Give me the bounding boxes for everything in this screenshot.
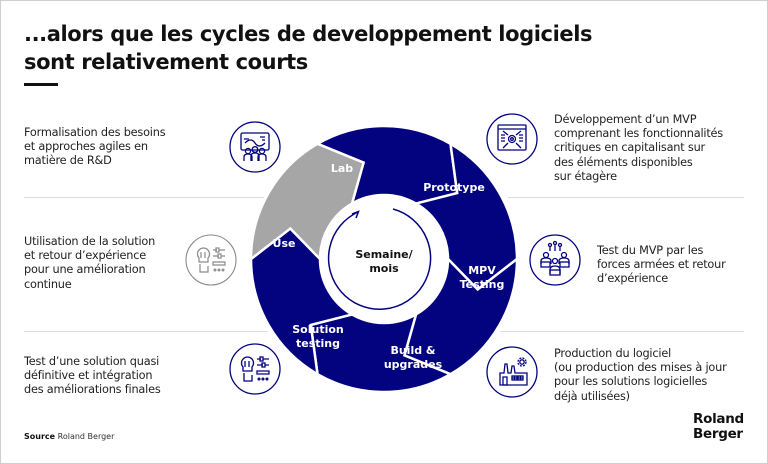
title-line-2: sont relativement courts (24, 50, 308, 74)
center-label-line-1: Semaine/ (355, 248, 413, 261)
right-item-build: Production du logiciel (ou production de… (554, 347, 727, 404)
separator-right-2 (500, 331, 744, 332)
text-line: pour les solutions logicielles (554, 375, 708, 389)
cycle-arrow-icon (327, 208, 432, 310)
text-line: continue (24, 277, 72, 291)
text-line: des améliorations finales (24, 383, 161, 397)
source-label: Source (24, 432, 56, 441)
text-line: sur étagère (554, 169, 617, 183)
text-line: Utilisation de la solution (24, 235, 156, 248)
segment-label-solution-line-2: testing (296, 337, 340, 350)
segment-label-solution-line-1: Solution (292, 323, 344, 336)
text-line: matière de R&D (24, 154, 112, 168)
left-item-solution-testing: Test d’une solution quasi définitive et … (24, 355, 161, 398)
text-line: des éléments disponibles (554, 155, 693, 169)
text-line: pour une amélioration (24, 263, 146, 277)
segment-label-build-line-2: upgrades (384, 358, 443, 371)
center-label-line-2: mois (369, 262, 399, 275)
text-line: critiques en capitalisant sur (554, 141, 705, 155)
left-item-lab: Formalisation des besoins et approches a… (24, 126, 166, 169)
separator-left-2 (24, 331, 268, 332)
source-note: Source Roland Berger (24, 432, 114, 441)
text-line: Formalisation des besoins (24, 126, 166, 139)
segment-label-prototype: Prototype (423, 181, 485, 194)
text-line: d’expérience (597, 272, 668, 286)
right-item-prototype: Développement d’un MVP comprenant les fo… (554, 113, 723, 184)
title-underline (24, 83, 58, 86)
text-line: Test du MVP par les (597, 244, 704, 257)
idea-touch-controls-icon (185, 234, 237, 286)
text-line: forces armées et retour (597, 258, 726, 272)
text-line: et approches agiles en (24, 140, 148, 154)
text-line: comprenant les fonctionnalités (554, 127, 723, 141)
team-testing-icon (529, 234, 581, 286)
page-title: ...alors que les cycles de developpement… (24, 20, 624, 76)
title-line-1: ...alors que les cycles de developpement… (24, 22, 593, 46)
text-line: déjà utilisées) (554, 389, 630, 403)
left-item-use: Utilisation de la solution et retour d’e… (24, 235, 155, 292)
text-line: Développement d’un MVP (554, 113, 697, 126)
cycle-arrowhead-icon (351, 210, 360, 219)
segment-label-build-line-1: Build & (390, 344, 435, 357)
software-gear-icon (486, 113, 538, 165)
separator-right-1 (508, 197, 744, 198)
source-value: Roland Berger (57, 432, 115, 441)
separator-left-1 (24, 197, 264, 198)
idea-touch-controls-icon (229, 343, 281, 395)
text-line: et retour d’expérience (24, 249, 147, 263)
right-item-mvp-testing: Test du MVP par les forces armées et ret… (597, 244, 726, 287)
segment-label-mvp-line-2: Testing (460, 278, 505, 291)
text-line: définitive et intégration (24, 369, 153, 383)
roland-berger-logo: Roland Berger (693, 412, 744, 442)
text-line: Test d’une solution quasi (24, 355, 160, 368)
segment-label-use: Use (273, 237, 296, 250)
wheel-center-disk (320, 195, 448, 323)
logo-line-1: Roland (693, 411, 744, 427)
team-presentation-icon (229, 121, 281, 173)
segment-label-lab: Lab (331, 162, 353, 175)
segment-label-mvp-line-1: MPV (468, 264, 496, 277)
logo-line-2: Berger (693, 426, 743, 442)
factory-icon (486, 346, 538, 398)
text-line: (ou production des mises à jour (554, 361, 727, 375)
text-line: Production du logiciel (554, 347, 672, 360)
